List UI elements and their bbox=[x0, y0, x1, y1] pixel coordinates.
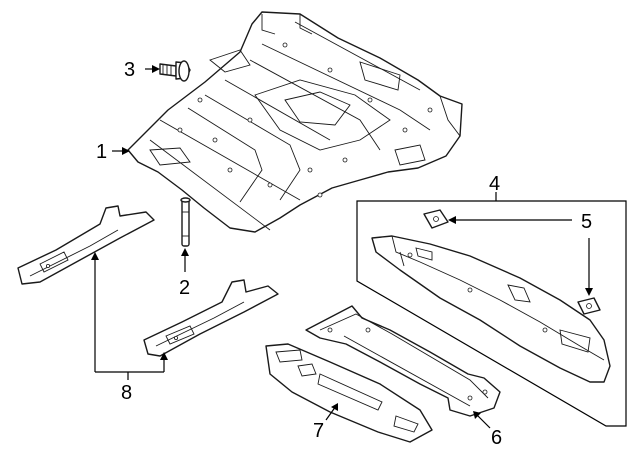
callout-8: 8 bbox=[121, 382, 132, 404]
side-rail-part-8-left[interactable] bbox=[17, 205, 155, 285]
callout-3: 3 bbox=[124, 59, 135, 81]
floor-pan-part-1[interactable] bbox=[127, 11, 463, 233]
stud-part-2[interactable] bbox=[180, 197, 191, 247]
nut-clip-part-5-lower[interactable] bbox=[577, 297, 601, 315]
crossmember-part-4[interactable] bbox=[371, 235, 611, 383]
floor-panel-part-7[interactable] bbox=[265, 343, 433, 443]
leader-lines bbox=[91, 65, 593, 429]
bolt-part-3[interactable] bbox=[159, 60, 191, 82]
side-rail-part-8-right[interactable] bbox=[143, 279, 279, 357]
callout-6: 6 bbox=[491, 427, 502, 449]
nut-clip-part-5-upper[interactable] bbox=[423, 209, 449, 229]
assembly-box bbox=[356, 200, 627, 427]
callout-2: 2 bbox=[179, 277, 190, 299]
crossmember-part-6[interactable] bbox=[305, 305, 501, 417]
callout-7: 7 bbox=[313, 420, 324, 442]
callout-5: 5 bbox=[581, 211, 592, 233]
callout-1: 1 bbox=[96, 141, 107, 163]
callout-4: 4 bbox=[489, 173, 500, 195]
